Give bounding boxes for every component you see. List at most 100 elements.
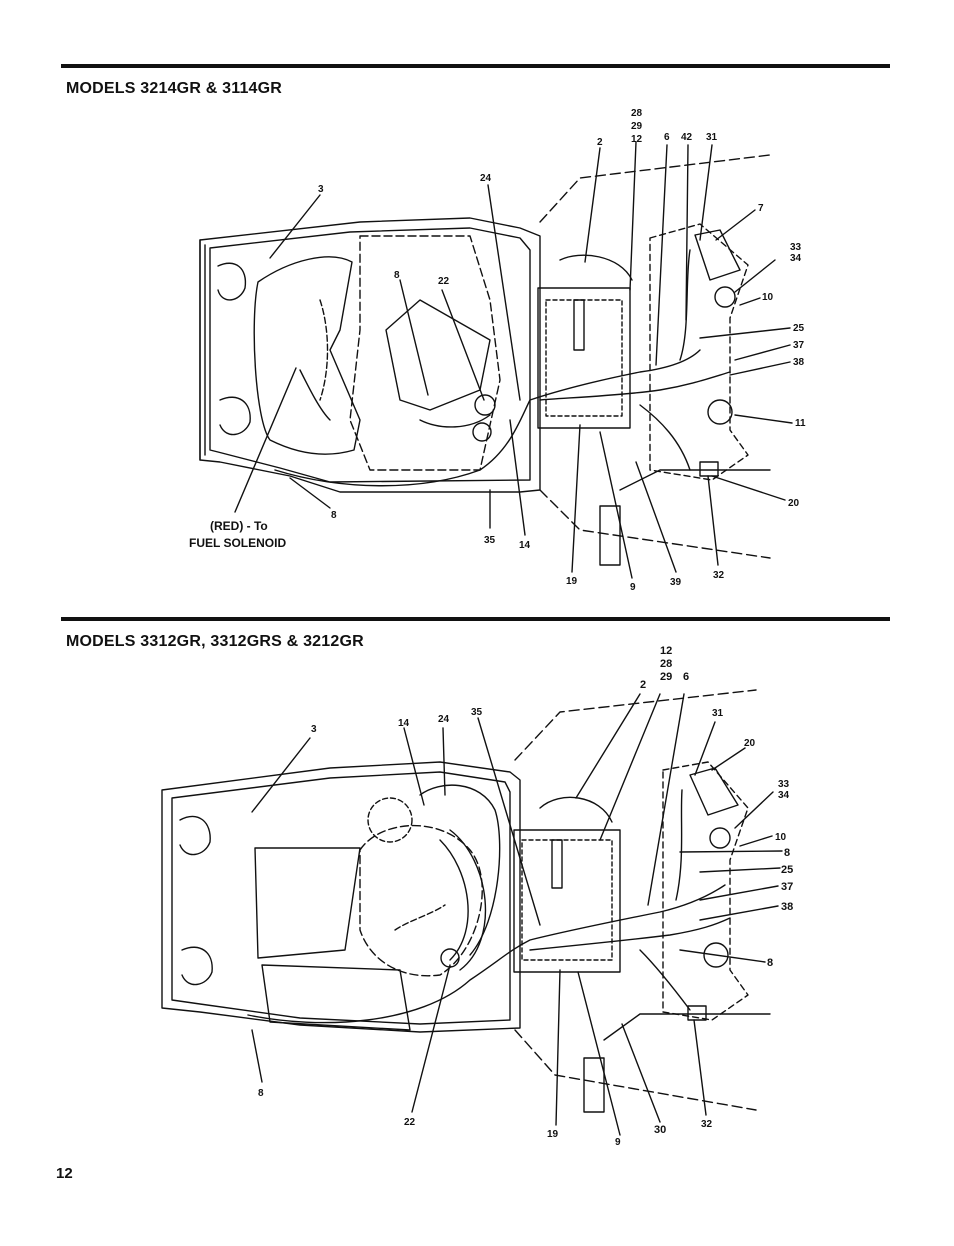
leader-3 bbox=[269, 194, 321, 259]
mower-frame-outline-2 bbox=[161, 761, 521, 1033]
mower-frame-outline bbox=[199, 217, 541, 493]
control-box-2 bbox=[689, 767, 739, 816]
leader-31-2 bbox=[694, 721, 716, 776]
fuse-block-2 bbox=[687, 1005, 707, 1021]
tank-dashed-2 bbox=[359, 824, 483, 977]
leader-8-2c bbox=[251, 1029, 263, 1083]
callout-10: 10 bbox=[762, 292, 774, 303]
seat-base-2 bbox=[261, 964, 411, 1031]
harness-3-2 bbox=[539, 796, 613, 823]
engine-pulley-2 bbox=[472, 422, 492, 442]
callout-24-2: 24 bbox=[438, 714, 450, 725]
harness-2-2 bbox=[529, 917, 731, 951]
leader-38 bbox=[729, 361, 791, 376]
callout-6: 6 bbox=[664, 132, 670, 143]
leader-19 bbox=[571, 424, 581, 573]
callout-24: 24 bbox=[480, 173, 492, 184]
leader-9 bbox=[599, 431, 633, 579]
leader-32-2 bbox=[693, 1019, 707, 1116]
callout-37: 37 bbox=[793, 340, 805, 351]
callout-38: 38 bbox=[793, 357, 805, 368]
callout-31: 31 bbox=[706, 132, 718, 143]
callout-10-2: 10 bbox=[775, 832, 787, 843]
harness-main bbox=[274, 349, 701, 487]
callout-33-2: 33 bbox=[778, 779, 790, 790]
leader-25-2 bbox=[699, 867, 781, 873]
harness-3 bbox=[559, 254, 633, 281]
callout-32: 32 bbox=[713, 570, 725, 581]
callouts-1: 28 29 12 2 6 42 31 24 3 7 33 34 10 8 22 … bbox=[189, 108, 806, 593]
leader-35-2 bbox=[477, 717, 541, 926]
step-plate bbox=[599, 469, 771, 566]
callout-22-2: 22 bbox=[404, 1117, 416, 1128]
harness-2 bbox=[539, 371, 731, 401]
dash-panel bbox=[649, 223, 749, 481]
callout-2: 2 bbox=[597, 137, 603, 148]
battery-2 bbox=[513, 829, 621, 973]
leader-24-2 bbox=[442, 727, 446, 796]
leader-20 bbox=[711, 475, 786, 501]
leader-8-2a bbox=[679, 850, 783, 853]
leader-42 bbox=[685, 144, 689, 321]
callout-33: 33 bbox=[790, 242, 802, 253]
gauge-2 bbox=[703, 942, 729, 968]
battery bbox=[537, 287, 631, 429]
callout-8-2c: 8 bbox=[258, 1088, 264, 1099]
leader-9-2 bbox=[577, 971, 621, 1136]
callout-14: 14 bbox=[519, 540, 531, 551]
mower-frame-inner-2 bbox=[171, 771, 511, 1025]
leader-33-2 bbox=[734, 791, 774, 829]
leader-8-2b bbox=[679, 949, 766, 963]
harness-6 bbox=[319, 299, 329, 401]
callout-34: 34 bbox=[790, 253, 802, 264]
mower-frame-inner bbox=[209, 227, 531, 483]
leader-38-2 bbox=[699, 905, 779, 921]
callout-42: 42 bbox=[681, 132, 693, 143]
harness-8 bbox=[639, 404, 691, 471]
callout-35: 35 bbox=[484, 535, 496, 546]
seat-outline bbox=[253, 256, 361, 455]
callout-19-2: 19 bbox=[547, 1129, 559, 1140]
leader-29-2 bbox=[599, 693, 661, 841]
harness-5 bbox=[299, 369, 331, 421]
harness-4-2 bbox=[675, 789, 683, 901]
harness-7 bbox=[419, 414, 491, 428]
leader-20-2 bbox=[711, 747, 746, 771]
leader-2-2 bbox=[575, 693, 641, 799]
seat-outline-2 bbox=[254, 847, 361, 959]
callout-9-2: 9 bbox=[615, 1137, 621, 1148]
note-red-to: (RED) - To bbox=[210, 519, 268, 533]
engine-belt-2b bbox=[449, 829, 487, 971]
callout-8-bottom: 8 bbox=[331, 510, 337, 521]
callout-12-2: 12 bbox=[660, 645, 672, 657]
top-rule bbox=[61, 64, 890, 68]
hood-dashed-lower-2 bbox=[514, 1029, 757, 1111]
leader-31 bbox=[699, 144, 713, 241]
leader-22 bbox=[441, 289, 485, 401]
middle-rule bbox=[61, 617, 890, 621]
diagram-2 bbox=[161, 689, 783, 1136]
leader-8b bbox=[289, 477, 331, 509]
leader-red bbox=[234, 367, 297, 513]
callout-8-2a: 8 bbox=[784, 847, 790, 859]
callout-35-2: 35 bbox=[471, 707, 483, 718]
callout-31-2: 31 bbox=[712, 708, 724, 719]
callout-28: 28 bbox=[631, 108, 643, 119]
leader-37 bbox=[734, 344, 791, 361]
ignition-switch bbox=[714, 286, 736, 308]
headlight-bottom-2 bbox=[181, 946, 213, 986]
callout-7: 7 bbox=[758, 203, 764, 214]
leader-11 bbox=[734, 414, 793, 424]
harness-5-2 bbox=[419, 784, 501, 956]
leader-10 bbox=[739, 297, 761, 306]
callout-28-2: 28 bbox=[660, 658, 672, 670]
leader-37-2 bbox=[699, 885, 779, 901]
battery-cell-2 bbox=[551, 839, 563, 889]
battery-cell bbox=[573, 299, 585, 351]
leader-8a bbox=[399, 279, 429, 396]
engine-circle-2 bbox=[367, 797, 413, 843]
callout-9: 9 bbox=[630, 582, 636, 593]
leader-2 bbox=[584, 147, 601, 263]
diagram-1 bbox=[199, 141, 793, 579]
